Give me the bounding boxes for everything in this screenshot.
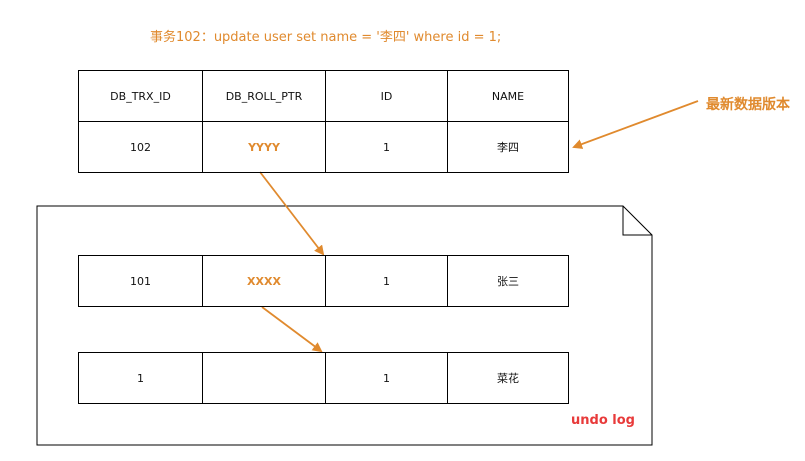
current-id: 1 [325, 122, 447, 172]
undo-row: 1 1 菜花 [79, 353, 568, 403]
undo1-roll-ptr: XXXX [202, 256, 325, 306]
roll-ptr-arrow-2 [261, 306, 323, 353]
undo-record-1: 101 XXXX 1 张三 [78, 255, 569, 307]
current-row: 102 YYYY 1 李四 [79, 121, 568, 172]
undo1-trx-id: 101 [130, 274, 151, 288]
latest-version-label: 最新数据版本 [706, 97, 790, 113]
roll-ptr-arrow-1 [259, 171, 325, 256]
undo2-trx-id: 1 [137, 371, 144, 385]
undo-row: 101 XXXX 1 张三 [79, 256, 568, 306]
latest-arrow [572, 100, 699, 149]
current-roll-ptr: YYYY [202, 122, 325, 172]
header-db-roll-ptr: DB_ROLL_PTR [202, 71, 325, 121]
current-name: 李四 [447, 122, 568, 172]
undo-log-label: undo log [571, 413, 635, 428]
undo-log-fold [622, 206, 652, 236]
header-row: DB_TRX_ID DB_ROLL_PTR ID NAME [79, 71, 568, 121]
header-id: ID [325, 71, 447, 121]
current-trx-id: 102 [130, 140, 151, 154]
undo1-name: 张三 [447, 256, 568, 306]
undo-log-container [36, 205, 653, 446]
current-record-table: DB_TRX_ID DB_ROLL_PTR ID NAME 102 YYYY 1… [78, 70, 569, 173]
transaction-title: 事务102：update user set name = '李四' where … [150, 30, 502, 45]
undo2-name: 菜花 [447, 353, 568, 403]
header-db-trx-id: DB_TRX_ID [110, 89, 171, 103]
undo2-id: 1 [325, 353, 447, 403]
undo2-roll-ptr [202, 353, 325, 403]
header-name: NAME [447, 71, 568, 121]
undo1-id: 1 [325, 256, 447, 306]
undo-record-2: 1 1 菜花 [78, 352, 569, 404]
